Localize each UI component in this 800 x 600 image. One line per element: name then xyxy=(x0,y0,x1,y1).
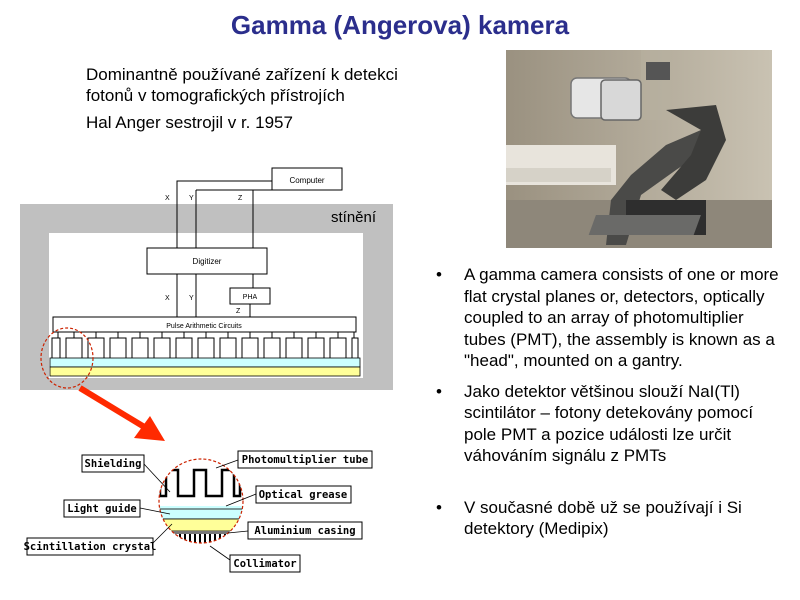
bullet-text-3: V současné době už se používají i Si det… xyxy=(464,497,742,539)
label-photomultiplier-tube: Photomultiplier tube xyxy=(242,454,368,466)
digitizer-box xyxy=(146,247,268,275)
label-light-guide: Light guide xyxy=(67,503,137,515)
bullet-symbol: • xyxy=(436,265,442,284)
z-mid-label: Z xyxy=(236,308,241,315)
zoom-arrow xyxy=(78,385,165,441)
bullet-symbol: • xyxy=(436,381,442,401)
bullet-item: • V současné době už se používají i Si de… xyxy=(436,497,786,540)
label-optical-grease: Optical grease xyxy=(259,489,348,501)
bullet-text-2: Jako detektor většinou slouží NaI(Tl) sc… xyxy=(464,381,754,466)
x-mid-label: X xyxy=(165,295,170,302)
detail-zoom: Shielding Photomultiplier tube Optical g… xyxy=(24,450,373,573)
intro-paragraph-1: Dominantně používané zařízení k detekci … xyxy=(86,65,398,105)
gamma-camera-photo xyxy=(506,50,772,248)
z-top-label: Z xyxy=(238,195,243,202)
gamma-camera-diagram: stínění Computer X Y Z Digitizer X Y PHA… xyxy=(20,167,393,573)
x-top-label: X xyxy=(165,195,170,202)
computer-box xyxy=(271,167,343,191)
highlight-circle xyxy=(40,327,94,389)
label-scintillation-crystal: Scintillation crystal xyxy=(24,541,157,553)
shielding-label: stínění xyxy=(331,209,377,226)
slide-title: Gamma (Angerova) kamera xyxy=(230,10,570,40)
computer-label: Computer xyxy=(289,176,324,185)
bullet-list: • A gamma camera consists of one or more … xyxy=(436,264,786,549)
pha-label: PHA xyxy=(243,294,258,301)
intro-paragraph-2: Hal Anger sestrojil v r. 1957 xyxy=(86,113,293,132)
bullet-item: • Jako detektor většinou slouží NaI(Tl) s… xyxy=(436,381,786,467)
light-guide-layer xyxy=(49,357,361,368)
pulse-circuits-box xyxy=(52,316,357,333)
intro-text: Dominantně používané zařízení k detekci … xyxy=(86,64,406,139)
crystal-layer xyxy=(49,366,361,377)
bullet-item: • A gamma camera consists of one or more … xyxy=(436,264,786,372)
digitizer-label: Digitizer xyxy=(193,257,222,266)
pmt-array xyxy=(51,332,359,358)
y-top-label: Y xyxy=(189,195,194,202)
pulse-circuits-label: Pulse Arithmetic Circuits xyxy=(166,323,242,330)
y-mid-label: Y xyxy=(189,295,194,302)
bullet-symbol: • xyxy=(436,497,442,517)
label-shielding: Shielding xyxy=(85,458,142,470)
label-collimator: Collimator xyxy=(233,558,296,570)
label-aluminium-casing: Aluminium casing xyxy=(254,525,355,537)
bullet-text-1: A gamma camera consists of one or more f… xyxy=(464,265,779,370)
